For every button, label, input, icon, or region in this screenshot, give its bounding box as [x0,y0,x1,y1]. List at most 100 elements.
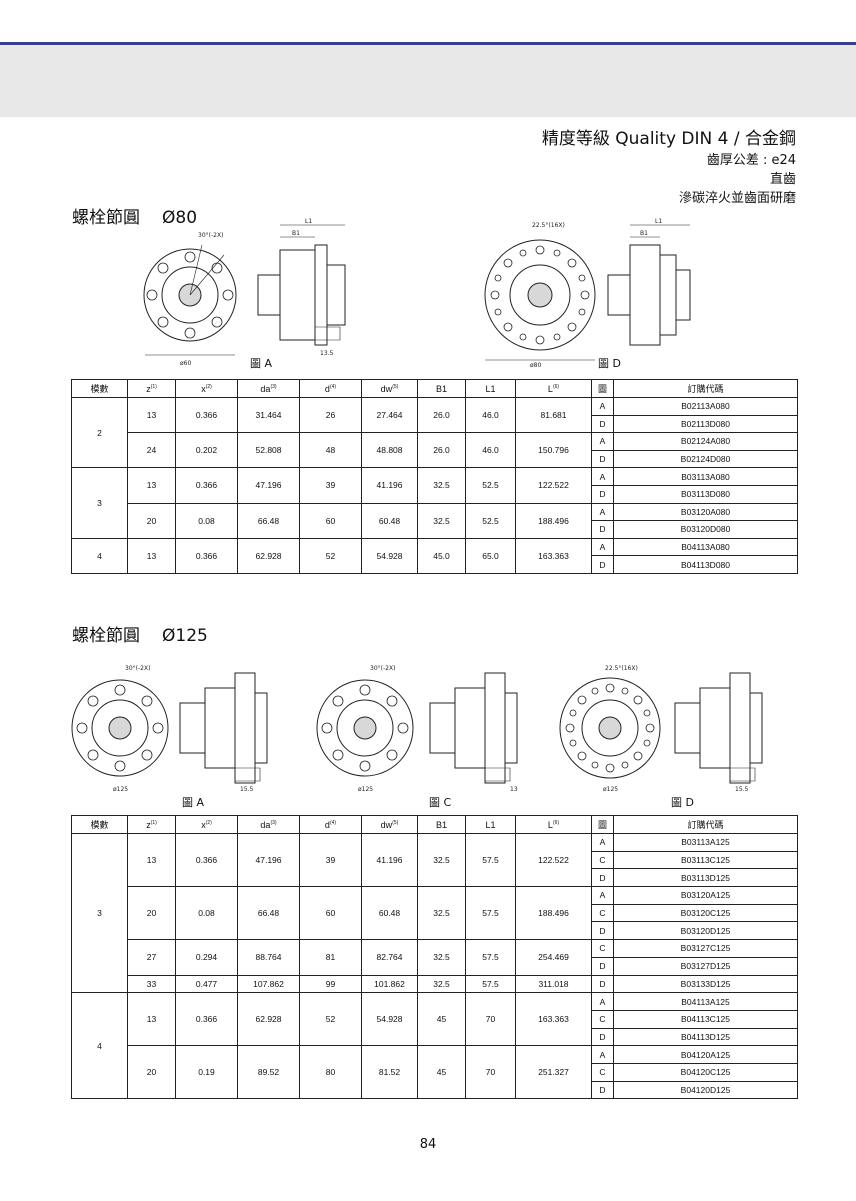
da-cell: 62.928 [237,992,300,1047]
l-cell: 163.363 [515,537,592,574]
treatment-spec: 滲碳淬火並齒面研磨 [678,191,796,206]
l-cell: 122.522 [515,832,592,888]
x-cell: 0.366 [175,832,238,888]
fig2-c-angle-label: 30°(-2X) [370,665,395,672]
l1-cell: 57.5 [465,886,516,941]
tooth-type-spec: 直齒 [769,172,796,187]
b1-cell: 32.5 [417,502,466,539]
dw-cell: 60.48 [361,886,418,941]
header-band [0,45,856,117]
section2-drawings: 30°(-2X) ø125 15.5 30°(-2X) ø125 13 22.5… [71,665,763,793]
figure-cell: D [591,956,614,976]
dw-cell: 41.196 [361,832,418,888]
figure-cell: C [591,1062,614,1082]
tooth-thickness-spec: 齒厚公差 : e24 [706,153,796,168]
x-cell: 0.366 [175,992,238,1047]
b1-cell: 26.0 [417,432,466,469]
da-cell: 47.196 [237,467,300,504]
section2-fig-a-label: 圖 A [182,796,205,809]
figure-cell: A [591,397,614,416]
x-cell: 0.477 [175,974,238,994]
figure-cell: D [591,921,614,941]
figure-cell: A [591,432,614,451]
l-cell: 163.363 [515,992,592,1047]
fig-d-angle-label: 22.5°(16X) [532,222,565,229]
order-code-cell: B03113D125 [613,868,798,888]
l-cell: 81.681 [515,396,592,434]
l1-cell: 46.0 [465,432,516,469]
fig2-a-dim-label: 15.5 [240,786,254,793]
l1-cell: 65.0 [465,537,516,574]
da-cell: 66.48 [237,502,300,539]
x-cell: 0.19 [175,1045,238,1100]
figure-cell: C [591,850,614,870]
col-module: 模數 [71,379,128,398]
fig-d-b1-label: B1 [640,230,648,237]
dw-cell: 48.808 [361,432,418,469]
section1-drawings: 30°(-2X) ø60 L1 B1 13.5 22.5°(16X) ø80 L… [143,218,691,369]
z-cell: 24 [127,432,176,469]
da-cell: 52.808 [237,432,300,469]
col-d: d(4) [299,815,362,834]
order-code-cell: B04113D125 [613,1027,798,1047]
col-l1: L1 [465,815,516,834]
b1-cell: 45 [417,992,466,1047]
l-cell: 188.496 [515,886,592,941]
b1-cell: 32.5 [417,974,466,994]
l1-cell: 46.0 [465,396,516,434]
figure-cell: D [591,974,614,994]
l1-cell: 57.5 [465,832,516,888]
order-code-cell: B03120D125 [613,921,798,941]
dw-cell: 60.48 [361,502,418,539]
fig-a-dim-label: 13.5 [320,350,334,357]
l1-cell: 70 [465,992,516,1047]
order-code-cell: B04120A125 [613,1045,798,1064]
section2-diameter: Ø125 [162,626,208,646]
col-b1: B1 [417,379,466,398]
col-z: z(1) [127,815,176,834]
figure-cell: D [591,1080,614,1100]
fig2-c-dim-label: 13 [510,786,518,793]
da-cell: 89.52 [237,1045,300,1100]
l-cell: 188.496 [515,502,592,539]
col-dw: dw(5) [361,815,418,834]
col-dw: dw(5) [361,379,418,398]
l1-cell: 52.5 [465,502,516,539]
d-cell: 60 [299,502,362,539]
figure-cell: D [591,868,614,888]
d-cell: 39 [299,832,362,888]
order-code-cell: B03113D080 [613,484,798,504]
section2-fig-c-label: 圖 C [429,796,452,809]
col-z: z(1) [127,379,176,398]
z-cell: 27 [127,939,176,976]
da-cell: 62.928 [237,537,300,574]
fig-d-dia-label: ø80 [530,362,541,369]
section1-diameter: Ø80 [162,208,198,228]
order-code-cell: B02124D080 [613,449,798,469]
module-cell: 3 [71,832,128,994]
figure-cell: D [591,520,614,539]
fig-a-b1-label: B1 [292,230,300,237]
fig-a-dia-label: ø60 [180,360,191,367]
col-module: 模數 [71,815,128,834]
order-code-cell: B04120C125 [613,1062,798,1082]
z-cell: 13 [127,992,176,1047]
fig2-d-dim-label: 15.5 [735,786,749,793]
b1-cell: 45.0 [417,537,466,574]
dw-cell: 27.464 [361,396,418,434]
da-cell: 31.464 [237,396,300,434]
b1-cell: 32.5 [417,939,466,976]
fig-d-l1-label: L1 [655,218,662,225]
order-code-cell: B04120D125 [613,1080,798,1100]
x-cell: 0.366 [175,537,238,574]
b1-cell: 45 [417,1045,466,1100]
z-cell: 13 [127,832,176,888]
